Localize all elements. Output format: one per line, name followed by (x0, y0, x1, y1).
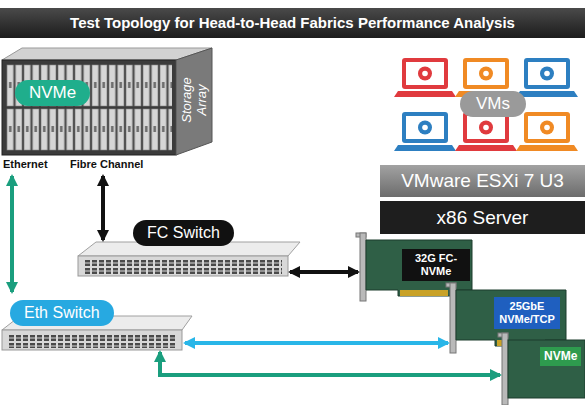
nvme-tcp-card: 25GbE NVMe/TCP (448, 285, 560, 353)
switch-ports (84, 259, 282, 274)
array-label: Storage Array (179, 70, 209, 130)
title-bar: Test Topology for Head-to-Head Fabrics P… (0, 8, 585, 38)
nvme-badge: NVMe (15, 80, 90, 106)
vm-icon (516, 112, 578, 151)
link-arrow (101, 176, 105, 240)
switch-front (2, 330, 182, 350)
link-arrow (185, 341, 448, 345)
card-label: 32G FC-NVMe (402, 249, 470, 281)
card-bracket (450, 283, 456, 353)
hypervisor-label: VMware ESXi 7 U3 (401, 170, 564, 192)
vm-icon (394, 112, 456, 151)
vm-icon (455, 112, 517, 151)
title: Test Topology for Head-to-Head Fabrics P… (0, 8, 585, 38)
hypervisor-band: VMware ESXi 7 U3 (380, 165, 585, 197)
port-label: Fibre Channel (70, 158, 143, 170)
link-arrow (160, 352, 500, 375)
vm-icons (394, 58, 578, 151)
card-bracket (360, 233, 366, 301)
switch-ports (8, 334, 176, 348)
switch-front (78, 256, 288, 276)
card-bracket (502, 333, 508, 405)
card-board (456, 290, 566, 346)
vm-label: VMs (476, 93, 510, 115)
vm-icon (394, 58, 456, 97)
vm-icon (516, 58, 578, 97)
link-arrow (290, 270, 358, 274)
vm-badge: VMs (460, 91, 526, 117)
card-board (508, 340, 585, 398)
server-band: x86 Server (380, 201, 585, 234)
third-card-drawing (498, 333, 585, 405)
nvme-card: NVMe (500, 335, 585, 405)
eth-switch: Eth Switch (0, 292, 185, 352)
server-label: x86 Server (437, 207, 529, 229)
array-side (176, 48, 212, 155)
drive-bays (6, 64, 172, 152)
card-label: NVMe (540, 347, 581, 366)
storage-array: NVMe Storage ArrayEthernet Fibre Channel (0, 52, 215, 176)
port-label: Ethernet (3, 158, 48, 170)
fc-switch: FC Switch (75, 240, 290, 276)
link-arrow (10, 176, 14, 292)
card-fingers (400, 290, 448, 296)
card-label: 25GbE NVMe/TCP (494, 297, 560, 329)
fc-switch-drawing (78, 242, 300, 276)
switch-badge: FC Switch (133, 220, 234, 246)
storage-array-drawing (2, 48, 212, 155)
array-front (2, 60, 176, 155)
switch-badge: Eth Switch (10, 300, 114, 326)
fc-nvme-card: 32G FC-NVMe (358, 235, 473, 297)
